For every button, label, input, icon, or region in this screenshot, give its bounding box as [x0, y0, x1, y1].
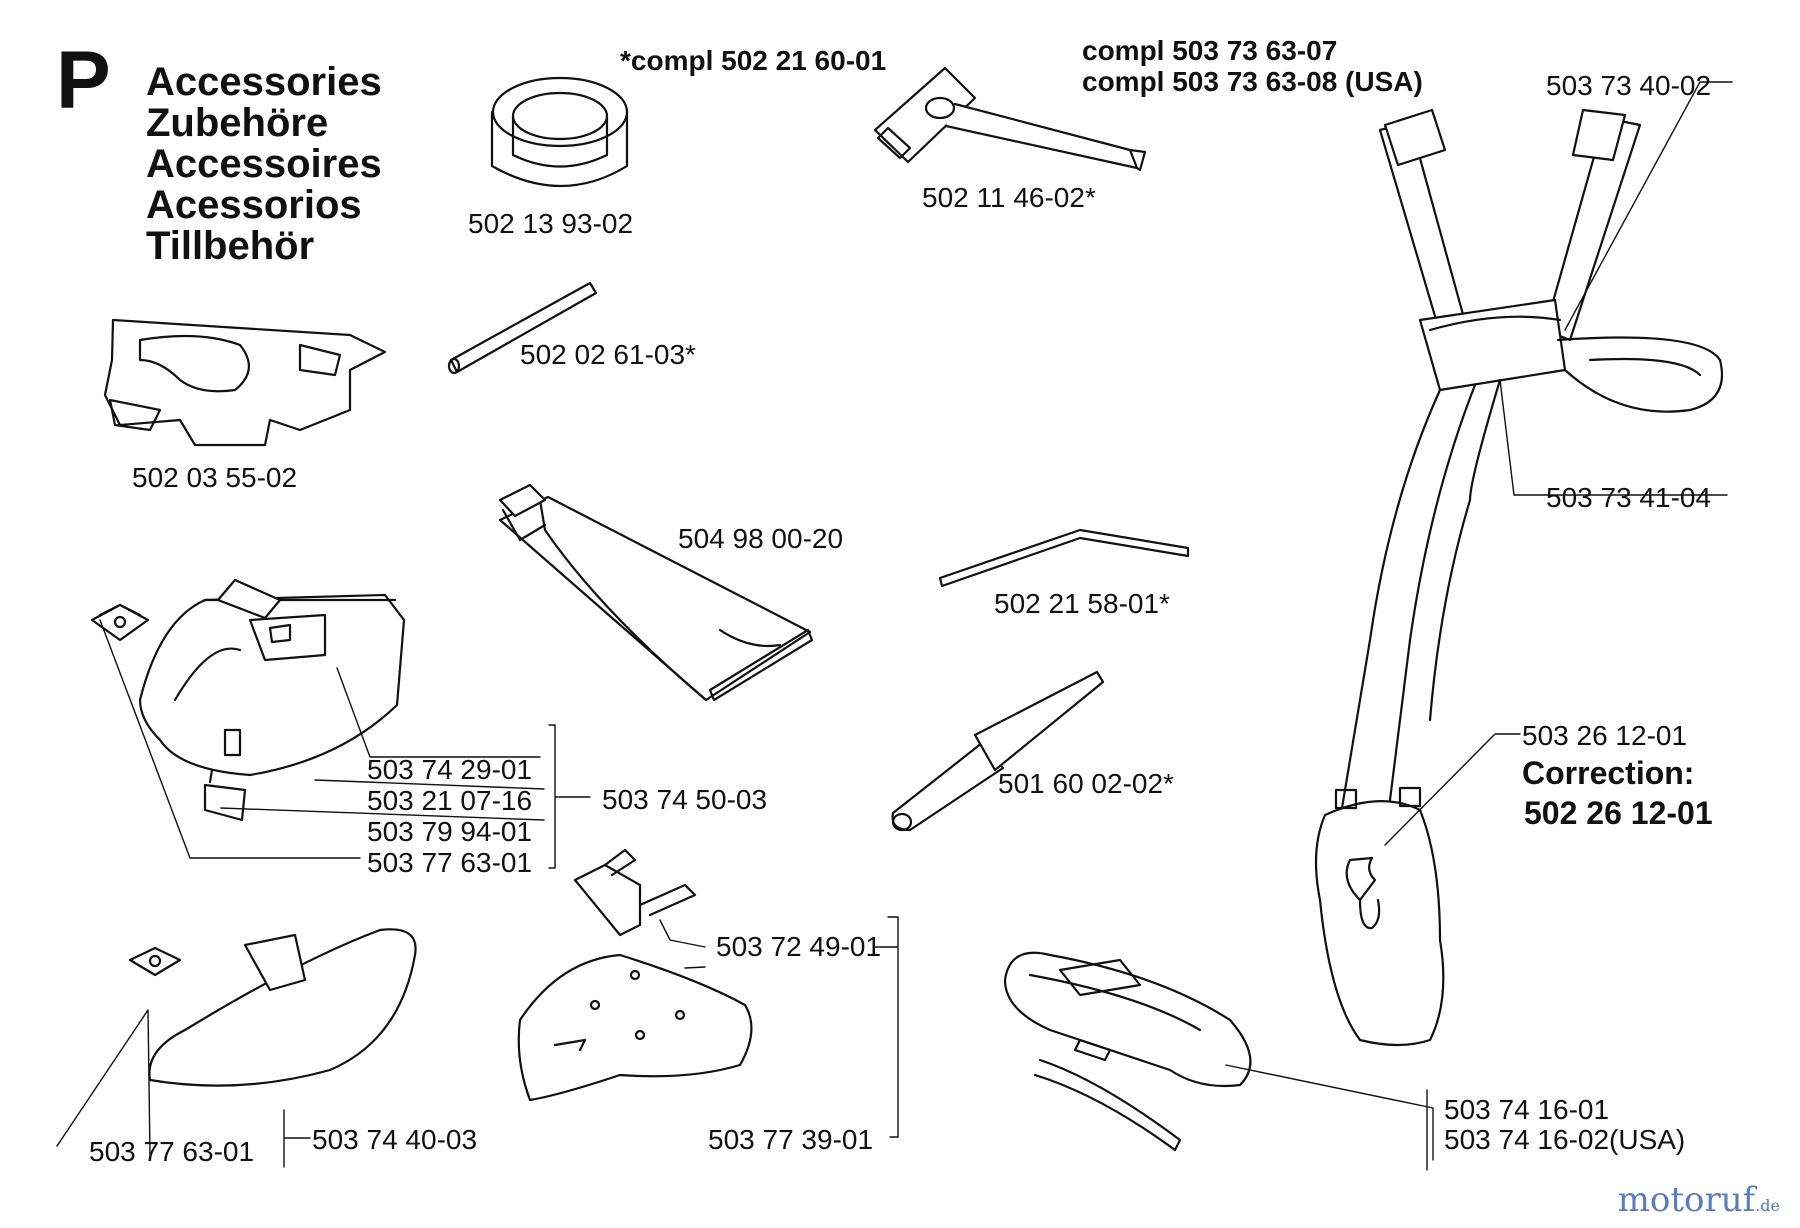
part-label-shoulder-pad: 502 03 55-02 [132, 462, 298, 493]
combination-wrench-drawing [875, 68, 1145, 170]
part-label-belt-harness-usa: 503 74 16-02(USA) [1444, 1124, 1686, 1155]
large-guard-drawing [130, 929, 416, 1085]
kit-label-502216001: *compl 502 21 60-01 [620, 45, 887, 76]
small-guard-drawing [519, 955, 752, 1100]
part-label-screw: 503 21 07-16 [367, 785, 533, 816]
part-label-belt-harness: 503 74 16-01 [1444, 1094, 1610, 1125]
part-label-hip-pad: 503 73 41-04 [1546, 482, 1712, 513]
grease-tube-drawing [500, 485, 812, 700]
leader-lines [57, 82, 1732, 1170]
harness-drawing [1316, 110, 1722, 1045]
part-label-bent-pin: 502 21 58-01* [994, 588, 1170, 619]
part-label-spool-cap: 502 13 93-02 [468, 208, 634, 239]
part-label-guard-kit: 503 74 50-03 [602, 784, 768, 815]
title-tillbehoer: Tillbehör [146, 224, 315, 268]
section-letter: P [56, 35, 111, 126]
shoulder-pad-drawing [105, 320, 385, 445]
part-label-clip: 503 79 94-01 [367, 816, 533, 847]
correction-value: 502 26 12-01 [1524, 795, 1713, 831]
watermark-logo: motoruf.de [1617, 1180, 1780, 1220]
title-zubehoere: Zubehöre [146, 101, 329, 145]
part-label-small-guard: 503 77 39-01 [708, 1124, 874, 1155]
part-label-mount-plate-b: 503 77 63-01 [89, 1136, 255, 1167]
part-label-guard-plate: 503 74 29-01 [367, 754, 533, 785]
bent-pin-drawing [940, 530, 1188, 586]
locking-pin-drawing [449, 283, 596, 373]
spool-cap-drawing [492, 78, 627, 186]
part-label-grease-tube: 504 98 00-20 [678, 523, 844, 554]
trimmer-guard-drawing [92, 580, 404, 820]
bracket-drawing [575, 850, 695, 935]
part-label-locking-pin: 502 02 61-03* [520, 339, 696, 370]
part-label-combination-wrench: 502 11 46-02* [922, 182, 1096, 213]
screwdriver-drawing [893, 672, 1103, 830]
kit-label-503736308: compl 503 73 63-08 (USA) [1082, 66, 1423, 97]
belt-harness-drawing [1005, 953, 1250, 1150]
kit-label-503736307: compl 503 73 63-07 [1082, 35, 1338, 66]
part-label-bracket: 503 72 49-01 [716, 931, 882, 962]
part-label-harness-hook: 503 26 12-01 [1522, 720, 1688, 751]
title-accessoires: Accessoires [146, 142, 382, 186]
part-label-screwdriver: 501 60 02-02* [998, 768, 1174, 799]
part-label-large-guard: 503 74 40-03 [312, 1124, 478, 1155]
title-accessories: Accessories [146, 60, 382, 104]
title-acessorios: Acessorios [146, 183, 362, 227]
correction-title: Correction: [1522, 755, 1695, 791]
part-label-harness: 503 73 40-02 [1546, 70, 1712, 101]
part-label-mount-plate-a: 503 77 63-01 [367, 847, 533, 878]
